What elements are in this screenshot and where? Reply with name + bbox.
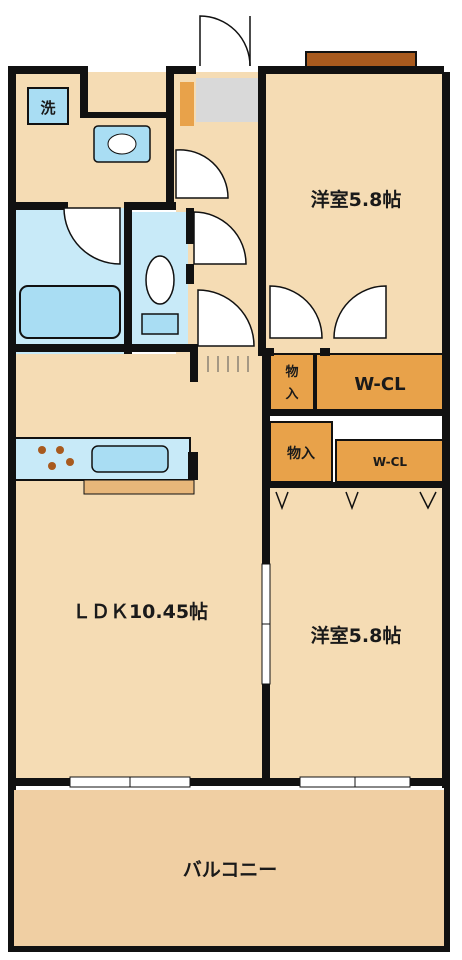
bathroom-door	[63, 207, 121, 265]
kitchen-counter-edge	[83, 479, 195, 495]
storage-lower-label: 物入	[287, 445, 315, 462]
wall	[190, 344, 198, 382]
closet-door-marks	[275, 491, 437, 511]
wcl-large-label: W-CL	[354, 374, 405, 395]
wall	[262, 488, 270, 564]
wall	[166, 66, 174, 208]
wall	[262, 352, 270, 488]
windows	[69, 563, 411, 788]
wall	[8, 778, 450, 786]
wall	[320, 348, 330, 356]
wall	[262, 684, 270, 784]
fixtures	[13, 87, 195, 495]
toilet-bowl-icon	[145, 255, 175, 305]
wall	[262, 482, 444, 488]
wall	[258, 66, 444, 74]
step-marks	[207, 356, 249, 372]
wall	[124, 202, 132, 354]
washroom-door	[175, 149, 229, 199]
bathtub	[19, 285, 121, 339]
wall	[8, 786, 14, 950]
labels: 洗 洋室5.8帖 物 入 W-CL 物入 W-CL ＬＤＫ10.45帖 洋室5.…	[40, 99, 407, 881]
window	[69, 776, 131, 788]
walls	[8, 66, 450, 952]
wall	[166, 66, 196, 74]
wall	[258, 66, 266, 356]
closets	[269, 51, 445, 483]
wall	[186, 264, 194, 284]
wall	[8, 66, 16, 790]
bedroom-south-label: 洋室5.8帖	[311, 624, 402, 647]
storage-upper	[269, 353, 315, 411]
wall	[124, 202, 176, 210]
stove-burner-icon	[66, 458, 74, 466]
kitchen-sink	[91, 445, 169, 473]
wall	[186, 208, 194, 244]
toilet-tank-icon	[141, 313, 179, 335]
toilet-door	[193, 211, 247, 265]
bedroom-door	[269, 285, 323, 339]
balcony-label: バルコニー	[183, 859, 278, 881]
bedroom-south-floor	[266, 488, 444, 782]
bedroom-door	[333, 285, 387, 339]
wall	[80, 66, 88, 118]
ldk-floor	[14, 354, 266, 782]
balcony-floor	[12, 790, 446, 948]
window	[129, 776, 191, 788]
washer-label: 洗	[40, 99, 55, 117]
window	[354, 776, 411, 788]
entry-tile	[196, 78, 258, 122]
window	[299, 776, 356, 788]
bedroom-north-label: 洋室5.8帖	[311, 188, 402, 211]
washer-box	[27, 87, 69, 125]
window	[261, 563, 271, 625]
wall	[8, 344, 198, 352]
wall	[444, 786, 450, 950]
wall	[262, 410, 444, 416]
doors	[63, 15, 437, 511]
ldk-label: ＬＤＫ10.45帖	[72, 600, 208, 623]
window	[261, 623, 271, 685]
stove-burner-icon	[56, 446, 64, 454]
washbasin-bowl-icon	[107, 133, 137, 155]
wall	[188, 452, 198, 480]
stove-burner-icon	[38, 446, 46, 454]
storage-upper-label-1: 物	[285, 364, 298, 380]
wcl-small-label: W-CL	[373, 455, 407, 469]
wall	[8, 946, 450, 952]
stove-burner-icon	[48, 462, 56, 470]
shoe-cabinet	[180, 82, 194, 126]
entrance-door	[199, 15, 251, 67]
ldk-door	[197, 289, 255, 347]
storage-upper-label-2: 入	[285, 387, 298, 402]
wall	[80, 112, 172, 118]
wall	[442, 72, 450, 788]
wall	[8, 66, 86, 74]
wall	[8, 202, 68, 210]
storage-lower	[269, 421, 333, 483]
